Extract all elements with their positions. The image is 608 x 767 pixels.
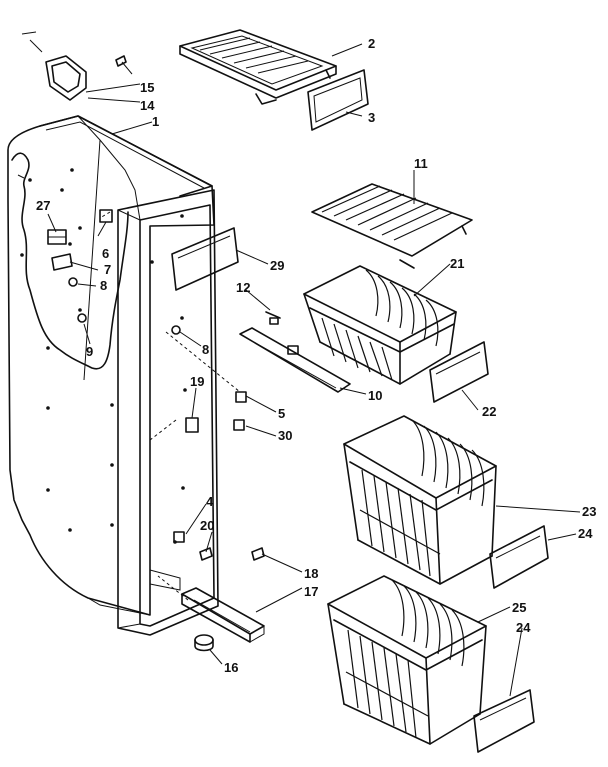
basket-front-panel-lower <box>473 689 535 753</box>
label-part-12: 12 <box>236 280 250 295</box>
label-part-8b: 8 <box>202 342 209 357</box>
label-part-17: 17 <box>304 584 318 599</box>
mounting-clip <box>68 277 181 335</box>
label-part-2: 2 <box>368 36 375 51</box>
label-part-1: 1 <box>152 114 159 129</box>
label-part-29: 29 <box>270 258 284 273</box>
label-part-14: 14 <box>140 98 155 113</box>
label-part-25: 25 <box>512 600 526 615</box>
part-labels: 2 15 14 3 1 11 27 6 29 21 7 8 12 9 8 19 … <box>36 36 596 675</box>
basket-front-panel-middle <box>489 525 549 589</box>
hardware-small-parts <box>173 391 265 561</box>
shelf-front-trim <box>307 69 369 131</box>
basket-front-panel-upper <box>429 341 489 403</box>
label-part-6: 6 <box>102 246 109 261</box>
label-part-4: 4 <box>206 494 214 509</box>
bracket-screw <box>115 55 133 75</box>
wire-basket-middle <box>343 415 497 585</box>
label-part-24b: 24 <box>516 620 531 635</box>
bottom-trim-rail <box>181 587 265 643</box>
label-part-11: 11 <box>414 156 428 171</box>
label-part-30: 30 <box>278 428 292 443</box>
label-part-19: 19 <box>190 374 204 389</box>
hinge-bracket <box>21 31 87 101</box>
label-part-21: 21 <box>450 256 464 271</box>
label-part-7: 7 <box>104 262 111 277</box>
label-part-10: 10 <box>368 388 382 403</box>
light-shield <box>171 227 239 291</box>
glass-shelf <box>179 29 337 105</box>
wire-basket-lower <box>327 575 487 745</box>
light-socket <box>51 253 73 271</box>
reference-lines <box>99 211 241 601</box>
label-part-18: 18 <box>304 566 318 581</box>
label-part-3: 3 <box>368 110 375 125</box>
wire-basket-upper <box>303 265 457 385</box>
leader-lines <box>47 43 581 697</box>
shelf-support-bracket <box>239 327 351 393</box>
label-part-9: 9 <box>86 344 93 359</box>
label-part-5: 5 <box>278 406 285 421</box>
freezer-liner-cabinet <box>7 115 219 636</box>
wire-shelf <box>311 183 473 269</box>
label-part-15: 15 <box>140 80 154 95</box>
label-part-20: 20 <box>200 518 214 533</box>
label-part-16: 16 <box>224 660 238 675</box>
shelf-support-screw <box>265 311 281 325</box>
label-part-22: 22 <box>482 404 496 419</box>
label-part-23: 23 <box>582 504 596 519</box>
label-part-8a: 8 <box>100 278 107 293</box>
label-part-24a: 24 <box>578 526 593 541</box>
leveling-foot <box>194 634 214 652</box>
label-part-27: 27 <box>36 198 50 213</box>
